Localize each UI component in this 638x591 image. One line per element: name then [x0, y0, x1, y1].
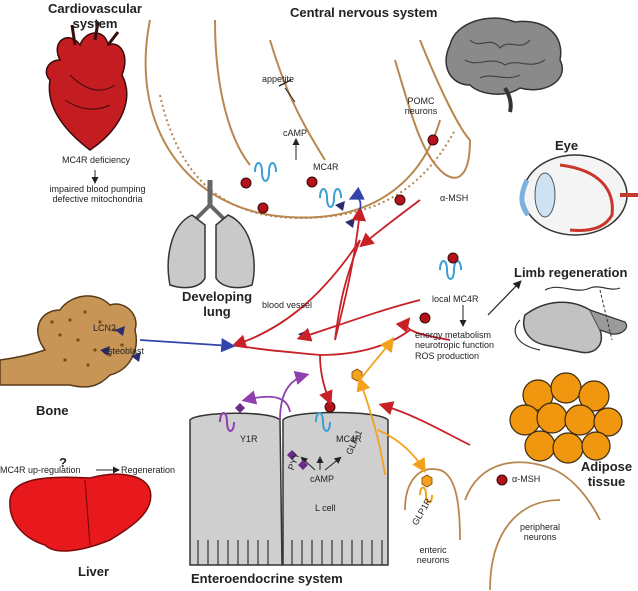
adipose-title: Adipose tissue [580, 459, 633, 489]
y1r-receptor-icon [219, 412, 235, 432]
brain-icon [445, 17, 563, 113]
cardio-cause: MC4R deficiency [62, 155, 131, 165]
signal-arrows [139, 79, 471, 476]
limb-arrow [487, 280, 522, 316]
cns-mc4r-label: MC4R [313, 162, 339, 172]
bone-title: Bone [36, 403, 69, 418]
enteric-neurons-label: enteric neurons [416, 545, 450, 566]
enteroendocrine-cells [189, 411, 389, 566]
cardio-title: Cardiovascular system [48, 1, 142, 31]
limb-effects: energy metabolism neurotropic function R… [415, 330, 495, 361]
liver-question-mark: ? [59, 455, 67, 470]
bone-icon [0, 295, 137, 388]
liver-effect: Regeneration [121, 465, 176, 475]
lung-title: Developing lung [181, 289, 253, 319]
cardio-effects: impaired blood pumping defective mitocho… [49, 184, 146, 205]
enteroendocrine-title: Enteroendocrine system [191, 571, 343, 586]
eye-icon [519, 154, 638, 236]
synapse-dotted-membrane [159, 94, 456, 220]
peripheral-neurons-label: peripheral neurons [519, 522, 561, 543]
lung-icon [167, 180, 255, 289]
peripheral-neuron-outlines [404, 461, 601, 591]
liver-icon [9, 473, 152, 552]
cns-alpha-msh-label: α-MSH [440, 193, 469, 203]
glp1r-receptor-icon [419, 486, 433, 504]
cns-title: Central nervous system [290, 5, 438, 20]
limb-title: Limb regeneration [514, 265, 628, 280]
liver-title: Liver [78, 564, 110, 579]
ee-camp-label: cAMP [310, 474, 335, 484]
lcn2-label: LCN2 [93, 323, 117, 333]
cns-camp-label: cAMP [283, 128, 308, 138]
y1r-label: Y1R [240, 434, 258, 444]
l-cell-label: L cell [315, 503, 336, 513]
blood-vessel-label: blood vessel [262, 300, 313, 310]
appetite-label: appetite [262, 74, 295, 84]
heart-icon [45, 21, 128, 151]
adipose-icon [509, 372, 623, 464]
osteoblast-label: osteoblast [103, 346, 145, 356]
limb-icon [514, 286, 628, 354]
pyy-diamonds [235, 403, 308, 470]
ee-mc4r-label: MC4R [336, 434, 362, 444]
eye-title: Eye [555, 138, 579, 153]
liver-cause: MC4R up-regulation [0, 465, 81, 475]
pomc-neurons-label: POMC neurons [404, 96, 438, 117]
local-mc4r-label: local MC4R [432, 294, 479, 304]
peripheral-alpha-msh-label: α-MSH [512, 474, 541, 484]
cns-neuron-outlines [144, 19, 471, 219]
